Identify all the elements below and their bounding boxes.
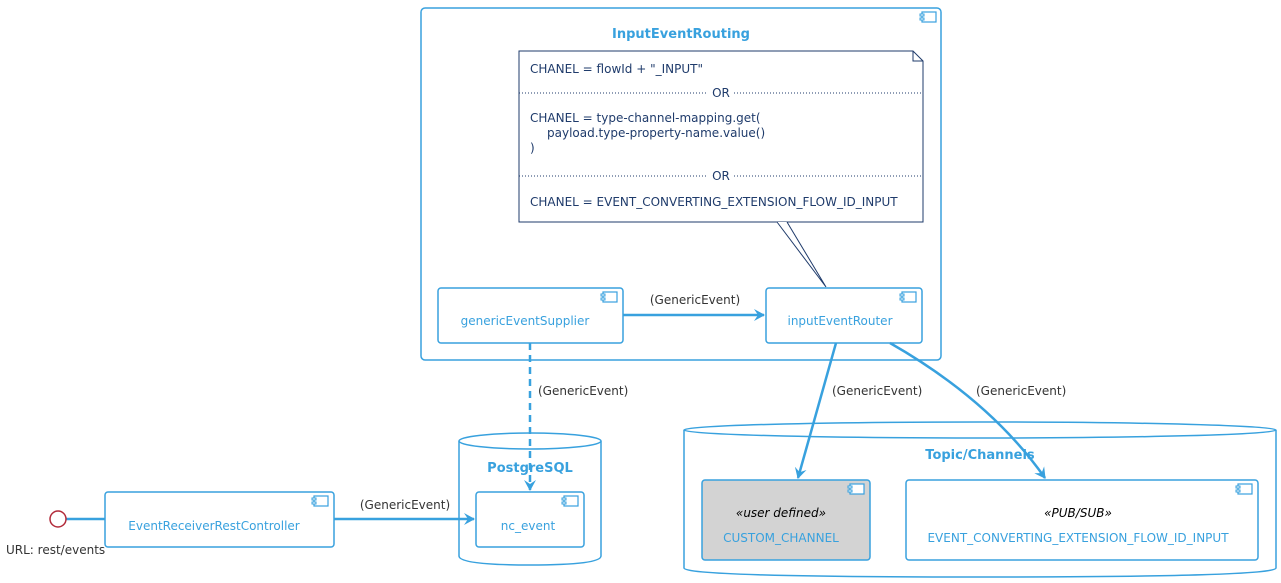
- edge-label-controller-to-nc-event: (GenericEvent): [360, 498, 450, 512]
- note-line-3: payload.type-property-name.value(): [547, 126, 765, 140]
- nc-event-component: nc_event: [475, 491, 585, 548]
- event-receiver-rest-controller-label: EventReceiverRestController: [128, 519, 300, 533]
- custom-channel-component: «user defined» CUSTOM_CHANNEL: [701, 479, 871, 561]
- component-icon: [1235, 483, 1253, 495]
- custom-channel-stereotype: «user defined»: [736, 506, 826, 520]
- edge-label-supplier-to-router: (GenericEvent): [650, 293, 740, 307]
- input-event-router-component: inputEventRouter: [765, 287, 923, 344]
- component-icon: [600, 291, 618, 303]
- generic-event-supplier-component: genericEventSupplier: [437, 287, 624, 344]
- event-receiver-rest-controller-component: EventReceiverRestController: [104, 491, 335, 548]
- edge-controller-to-nc-event: (GenericEvent): [334, 498, 475, 525]
- component-icon: [561, 495, 579, 507]
- routing-note: CHANEL = flowId + "_INPUT" OR CHANEL = t…: [518, 50, 924, 288]
- edge-router-to-event-converting: (GenericEvent): [889, 341, 1066, 479]
- custom-channel-label: CUSTOM_CHANNEL: [723, 531, 839, 545]
- topic-channels-title: Topic/Channels: [925, 448, 1035, 463]
- event-converting-channel-component: «PUB/SUB» EVENT_CONVERTING_EXTENSION_FLO…: [905, 479, 1259, 561]
- note-separator-2: OR: [712, 169, 730, 183]
- event-converting-stereotype: «PUB/SUB»: [1044, 506, 1112, 520]
- interface-label: URL: rest/events: [6, 543, 105, 557]
- interface-circle-icon: [49, 510, 67, 528]
- note-line-1: CHANEL = flowId + "_INPUT": [530, 62, 703, 76]
- nc-event-label: nc_event: [501, 519, 556, 533]
- edge-label-router-to-custom: (GenericEvent): [832, 384, 922, 398]
- edge-label-supplier-to-nc-event: (GenericEvent): [538, 384, 628, 398]
- component-icon: [919, 11, 937, 23]
- note-line-5: CHANEL = EVENT_CONVERTING_EXTENSION_FLOW…: [530, 195, 898, 209]
- edge-supplier-to-router: (GenericEvent): [623, 293, 765, 321]
- generic-event-supplier-label: genericEventSupplier: [461, 314, 590, 328]
- edge-router-to-custom-channel: (GenericEvent): [794, 342, 922, 479]
- component-icon: [847, 483, 865, 495]
- note-line-2: CHANEL = type-channel-mapping.get(: [530, 111, 761, 125]
- edge-supplier-to-nc-event: (GenericEvent): [524, 343, 628, 491]
- input-event-routing-title: InputEventRouting: [612, 27, 750, 42]
- note-line-4: ): [530, 141, 535, 155]
- component-icon: [899, 291, 917, 303]
- input-event-router-label: inputEventRouter: [787, 314, 892, 328]
- component-icon: [311, 495, 329, 507]
- edge-label-router-to-event-converting: (GenericEvent): [976, 384, 1066, 398]
- rest-interface: URL: rest/events: [6, 510, 105, 557]
- note-separator-1: OR: [712, 86, 730, 100]
- event-converting-label: EVENT_CONVERTING_EXTENSION_FLOW_ID_INPUT: [927, 531, 1229, 545]
